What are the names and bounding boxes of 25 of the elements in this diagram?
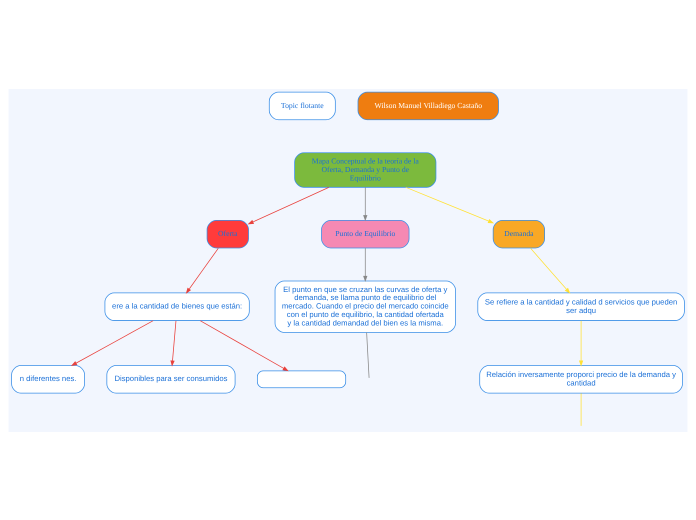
node-box	[257, 370, 346, 388]
node-box: n diferentes nes.	[11, 364, 85, 394]
node-box: Disponibles para ser consumidos	[106, 364, 236, 394]
arrow	[530, 247, 570, 294]
node-box: El punto en que se cruzan las curvas de oferta y demanda, se llama punto de equilibrio del mercado. Cuando el precio del mercado coincide con el punto de equilibrio, la cantidad ofertada y la cantidad demandad del bien es la misma.	[274, 280, 456, 332]
connector	[366, 332, 370, 378]
arrow	[170, 320, 176, 366]
arrow	[200, 320, 289, 371]
arrow	[578, 320, 584, 366]
node-box: Punto de Equilibrio	[321, 219, 410, 248]
arrow	[363, 247, 368, 282]
node-box: Se refiere a la cantidad y calidad d servicios que pueden ser adqu	[477, 292, 685, 320]
arrow	[186, 247, 219, 294]
node-box: ere a la cantidad de bienes que están:	[104, 292, 250, 320]
node-box: Oferta	[206, 219, 249, 248]
arrow	[70, 320, 154, 366]
node-box: Wilson Manuel Villadiego Castaño	[358, 91, 499, 120]
node-box: Topic flotante	[268, 91, 336, 120]
node-box: Mapa Conceptual de la teoría de la Oferta, Demanda y Punto de Equilibrio	[294, 152, 436, 188]
connector	[580, 392, 582, 426]
node-box: Relación inversamente proporci precio de la demanda y cantidad	[479, 364, 683, 394]
arrow	[363, 186, 368, 221]
arrow	[405, 186, 494, 223]
node-box: Demanda	[492, 219, 545, 248]
arrow	[248, 186, 330, 224]
